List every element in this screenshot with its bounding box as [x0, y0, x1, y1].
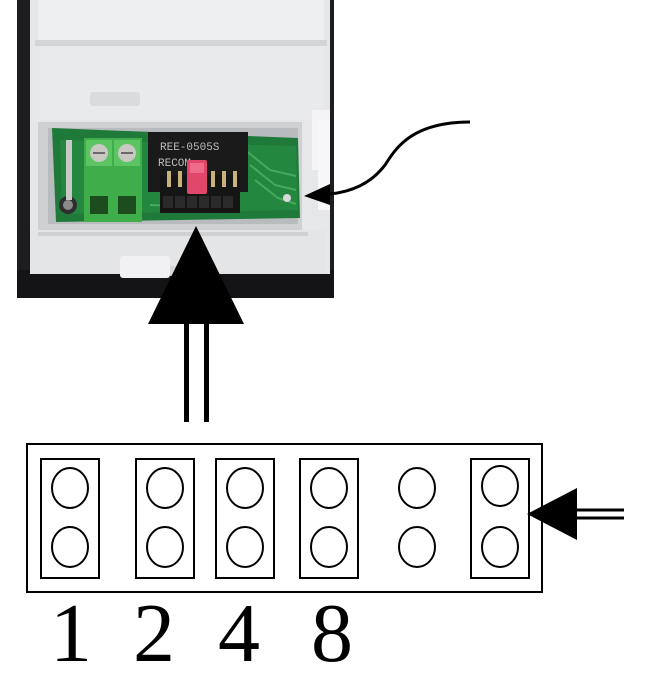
- jumper-diagram: [26, 443, 543, 593]
- header-outline: [26, 443, 543, 593]
- jumper-box: [135, 458, 195, 579]
- pin: [398, 526, 436, 568]
- pin: [146, 526, 184, 568]
- jumper-column-2: [135, 458, 195, 579]
- pin: [310, 526, 348, 568]
- jumper-box: [470, 458, 530, 579]
- label-4: 4: [218, 587, 260, 680]
- pin: [310, 467, 348, 509]
- pin: [51, 467, 89, 509]
- pin: [146, 467, 184, 509]
- left-arrow-icon: [527, 488, 624, 540]
- curved-arrow-icon: [304, 120, 471, 205]
- up-arrow-icon: [148, 226, 244, 422]
- pin: [226, 467, 264, 509]
- jumper-box: [299, 458, 359, 579]
- label-2: 2: [133, 587, 175, 680]
- pin: [481, 465, 519, 507]
- board-text-2: RECOM: [158, 158, 191, 170]
- jumper-column-3: [215, 458, 275, 579]
- pin: [481, 526, 519, 568]
- jumper-box: [215, 458, 275, 579]
- pin: [51, 526, 89, 568]
- jumper-column-6: [470, 458, 530, 579]
- pin: [398, 467, 436, 509]
- module-photo: REE-0505S RECOM: [17, 0, 334, 298]
- jumper-box: [40, 458, 100, 579]
- label-8: 8: [311, 587, 353, 680]
- jumper-column-5: [398, 467, 436, 568]
- pin: [226, 526, 264, 568]
- board-text-1: REE-0505S: [160, 142, 220, 154]
- label-1: 1: [50, 587, 92, 680]
- jumper-column-4: [299, 458, 359, 579]
- jumper-header: [160, 160, 240, 213]
- jumper-column-1: [40, 458, 100, 579]
